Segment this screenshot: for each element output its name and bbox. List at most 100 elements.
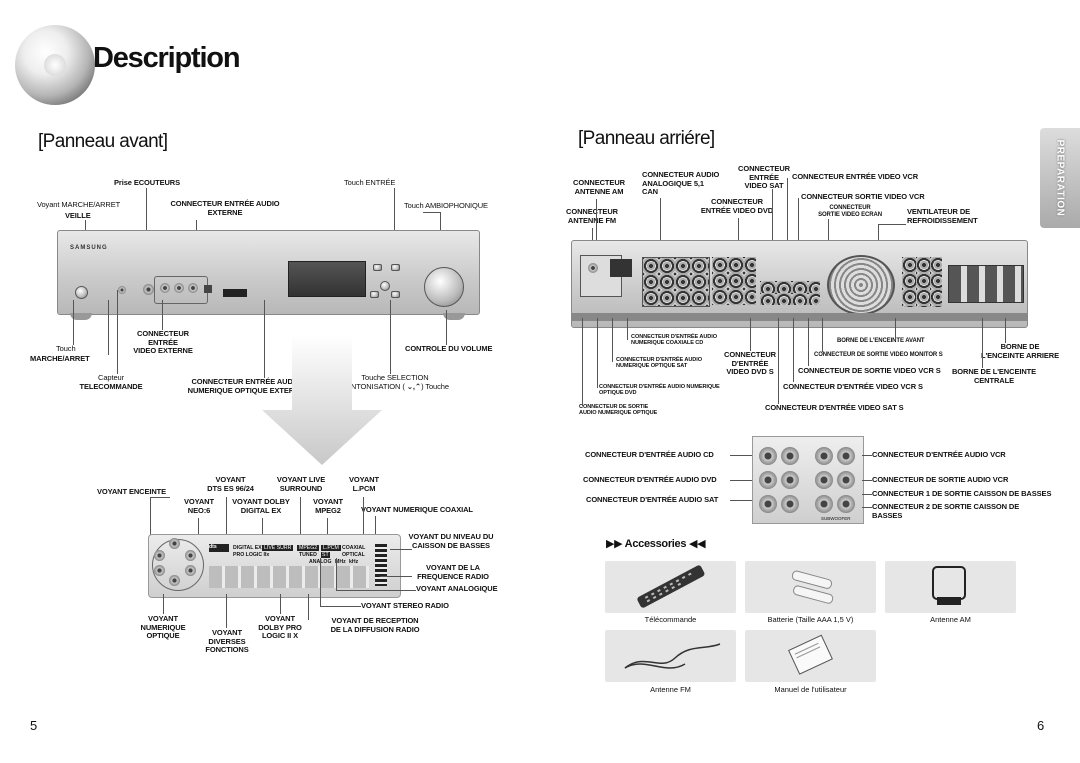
panel-mpeg2: MPEG2 — [297, 545, 320, 551]
manual-icon — [788, 634, 833, 675]
panel-coaxial: COAXIAL — [342, 545, 366, 551]
label-voyant-stereo: VOYANT STEREO RADIO — [361, 601, 449, 610]
volume-knob[interactable] — [424, 267, 464, 307]
fm-antenna-icon — [624, 643, 721, 669]
label-voyant-marche: Voyant MARCHE/ARRET — [37, 200, 121, 209]
audio-rca-block: SUBWOOFER — [752, 436, 864, 524]
label-video-vcr-in: CONNECTEUR ENTRÉE VIDEO VCR — [792, 172, 919, 181]
surround-button[interactable] — [391, 264, 400, 271]
cooling-fan — [827, 255, 895, 315]
front-display-window — [288, 261, 366, 297]
caption-batterie: Batterie (Taille AAA 1,5 V) — [767, 615, 854, 624]
page-number-left: 5 — [30, 718, 38, 733]
label-touch-entree: Touch ENTRÉE — [344, 178, 396, 187]
panel-mhz: MHz — [335, 559, 346, 565]
page-title: Description — [93, 42, 241, 74]
panel-optical: OPTICAL — [342, 552, 365, 558]
standby-button[interactable] — [75, 286, 88, 299]
page-number-right: 6 — [1037, 718, 1045, 733]
down-arrow-graphic — [262, 335, 382, 465]
label-touch-ambiophonique: Touch AMBIOPHONIQUE — [404, 201, 488, 210]
optical-input — [204, 285, 212, 293]
receiver-rear-panel — [571, 240, 1028, 328]
accessory-battery-box — [745, 561, 876, 613]
caption-antenne-am: Antenne AM — [930, 615, 971, 624]
input-button[interactable] — [373, 264, 382, 271]
accessory-manual-box — [745, 630, 876, 682]
accessory-fm-antenna-box — [605, 630, 736, 682]
tuning-up-button[interactable] — [391, 291, 400, 298]
label-enceinte-avant: BORNE DE L'ENCEINTE AVANT — [837, 338, 925, 344]
label-video-vcr-out: CONNECTEUR SORTIE VIDEO VCR — [801, 192, 925, 201]
panel-lpcm: L.PCM — [321, 545, 341, 551]
remote-icon — [637, 565, 705, 608]
select-button[interactable] — [380, 281, 390, 291]
label-audio-vcr-in: CONNECTEUR D'ENTRÉE AUDIO VCR — [872, 450, 1006, 459]
panel-tuned: TUNED — [299, 552, 317, 558]
accessories-heading: ▶▶ Accessories ◀◀ — [606, 538, 706, 550]
speaker-terminals — [948, 265, 1024, 303]
label-subwoofer-1: CONNECTEUR 1 DE SORTIE CAISSON DE BASSES — [872, 489, 1052, 498]
caption-antenne-fm: Antenne FM — [650, 685, 691, 694]
rear-panel-title: [Panneau arriére] — [578, 128, 715, 149]
battery-icon — [791, 570, 834, 604]
caption-telecommande: Télécommande — [644, 615, 697, 624]
label-voyant-coaxial: VOYANT NUMERIQUE COAXIAL — [361, 505, 473, 514]
label-sat-s-in: CONNECTEUR D'ENTRÉE VIDEO SAT S — [765, 403, 904, 412]
label-voyant-enceinte: VOYANT ENCEINTE — [97, 487, 167, 496]
label-monitor-s: CONNECTEUR DE SORTIE VIDEO MONITOR S — [814, 352, 943, 358]
label-audio-cd: CONNECTEUR D'ENTRÉE AUDIO CD — [585, 450, 714, 459]
label-marche-arret: MARCHE/ARRET — [30, 354, 90, 363]
subwoofer-text: SUBWOOFER — [821, 516, 851, 521]
label-audio-vcr-out: CONNECTEUR DE SORTIE AUDIO VCR — [872, 475, 1009, 484]
label-audio-dvd: CONNECTEUR D'ENTRÉE AUDIO DVD — [583, 475, 717, 484]
label-audio-sat: CONNECTEUR D'ENTRÉE AUDIO SAT — [586, 495, 719, 504]
label-voyant-analogique: VOYANT ANALOGIQUE — [416, 584, 498, 593]
title-disc-graphic — [15, 25, 95, 105]
label-vcr-s-out: CONNECTEUR DE SORTIE VIDEO VCR S — [798, 366, 941, 375]
panel-khz: kHz — [349, 559, 359, 565]
label-prise-ecouteurs: Prise ECOUTEURS — [114, 178, 181, 187]
preparation-side-tab: PREPARATION — [1040, 128, 1080, 228]
accessory-remote-box — [605, 561, 736, 613]
tuning-down-button[interactable] — [370, 291, 379, 298]
brand-logo: SAMSUNG — [70, 245, 108, 251]
vfd-display-panel: dts DIGITAL EX LIVE SURR MPEG2 L.PCM COA… — [148, 534, 401, 598]
panel-pro-logic: PRO LOGIC IIx — [233, 552, 270, 558]
accessory-am-antenna-box — [885, 561, 1016, 613]
label-veille: VEILLE — [65, 211, 91, 220]
headphone-jack — [143, 284, 154, 295]
front-panel-title: [Panneau avant] — [38, 131, 168, 152]
label-controle-volume: CONTROLE DU VOLUME — [405, 344, 493, 353]
